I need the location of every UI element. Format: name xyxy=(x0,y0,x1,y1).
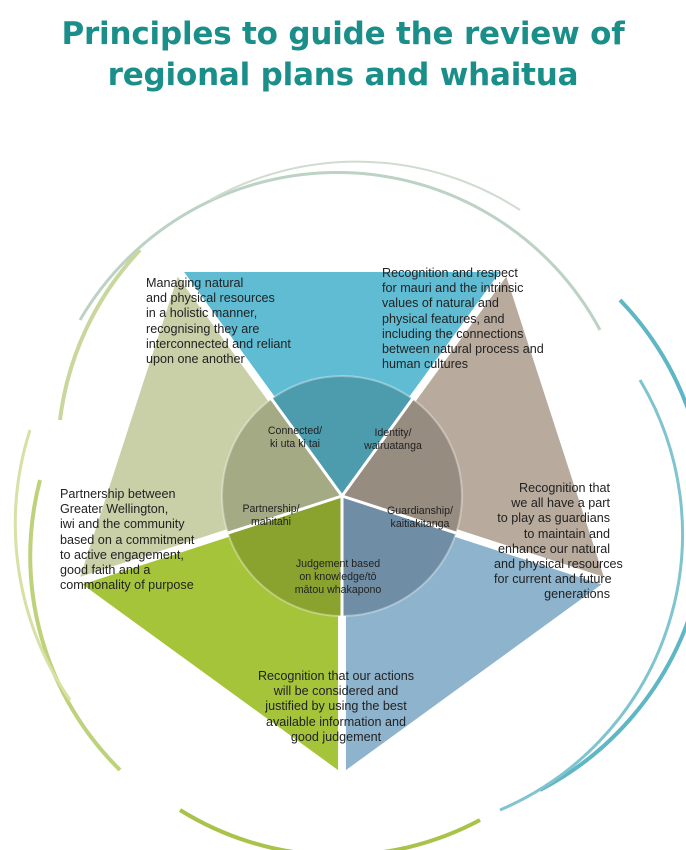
connected-description-line: Managing natural xyxy=(146,276,244,290)
guardianship-description-line: and physical resources xyxy=(494,557,623,572)
partnership-description-line: good faith and a xyxy=(60,563,151,578)
judgement-inner-segment xyxy=(227,496,342,616)
guardianship-inner-segment xyxy=(342,496,457,616)
inner-circle-layer xyxy=(221,375,463,617)
identity-label-line: Identity/ xyxy=(374,427,412,439)
wheel-swirl xyxy=(13,160,686,850)
identity-description-line: between natural process and xyxy=(382,342,544,357)
inner-circle-outline xyxy=(221,375,463,617)
partnership-description-line: Greater Wellington, xyxy=(60,502,169,517)
guardianship-label-line: Guardianship/ xyxy=(387,505,453,517)
identity-description-line: Recognition and respect xyxy=(382,266,518,280)
judgement-label-line: mātou whakapono xyxy=(294,584,382,596)
connected-description-line: and physical resources xyxy=(146,291,275,306)
judgement-description-line: will be considered and xyxy=(273,684,399,699)
connected-description: Managing natural and physical resources … xyxy=(146,276,291,367)
partnership-label-line: Partnership/ xyxy=(242,503,300,515)
identity-description-line: physical features, and xyxy=(382,311,505,326)
judgement-label-line: Judgement based xyxy=(295,558,381,570)
judgement-description-line: good judgement xyxy=(290,729,382,744)
connected-description-line: in a holistic manner, xyxy=(146,306,258,321)
guardianship-description-line: we all have a part xyxy=(511,496,610,511)
connected-description-line: upon one another xyxy=(146,352,245,367)
partnership-description: Partnership between Greater Wellington, … xyxy=(60,487,194,593)
guardianship-description-line: Recognition that xyxy=(518,481,610,495)
identity-description-line: for mauri and the intrinsic xyxy=(382,281,524,296)
guardianship-label-line: kaitiakitanga xyxy=(390,518,450,530)
connected-inner-segment xyxy=(271,376,413,496)
partnership-description-line: to active engagement, xyxy=(60,547,184,562)
judgement-label-line: on knowledge/tō xyxy=(299,571,377,583)
connected-description-line: recognising they are xyxy=(146,321,260,336)
partnership-label-line: mahitahi xyxy=(250,516,292,528)
judgement-label: Judgement based on knowledge/tō mātou wh… xyxy=(286,558,390,597)
guardianship-description-line: for current and future xyxy=(494,572,612,587)
judgement-description-line: Recognition that our actions xyxy=(257,669,415,683)
identity-description-line: human cultures xyxy=(382,357,469,372)
inner-divider-0 xyxy=(270,398,344,497)
inner-divider-1 xyxy=(340,398,414,497)
connected-label-line: Connected/ xyxy=(267,425,323,437)
identity-label: Identity/ wairuatanga xyxy=(350,427,436,453)
identity-inner-segment xyxy=(342,398,462,534)
identity-description: Recognition and respect for mauri and th… xyxy=(382,266,544,372)
partnership-inner-segment xyxy=(221,398,342,534)
guardianship-description-line: enhance our natural xyxy=(497,541,610,556)
inner-divider-4 xyxy=(227,494,343,535)
partnership-description-line: commonality of purpose xyxy=(60,578,194,593)
guardianship-description-line: to play as guardians xyxy=(497,511,610,526)
guardianship-description-line: generations xyxy=(544,587,610,602)
title-line-2: regional plans and whaitua xyxy=(107,57,579,93)
identity-label-line: wairuatanga xyxy=(364,440,422,452)
judgement-description-line: justified by using the best xyxy=(265,699,407,714)
connected-label: Connected/ ki uta ki tai xyxy=(250,425,340,451)
judgement-description: Recognition that our actions will be con… xyxy=(236,669,436,745)
guardianship-label: Guardianship/ kaitiakitanga xyxy=(372,505,468,531)
judgement-description-line: available information and xyxy=(265,714,407,729)
partnership-label: Partnership/ mahitahi xyxy=(228,503,314,529)
partnership-description-line: based on a commitment xyxy=(60,532,195,547)
page-title: Principles to guide the review of region… xyxy=(0,14,686,96)
identity-description-line: including the connections xyxy=(382,326,524,341)
inner-divider-2 xyxy=(341,494,457,535)
guardianship-description-line: to maintain and xyxy=(523,526,610,541)
connected-description-line: interconnected and reliant xyxy=(146,336,291,351)
guardianship-description: Recognition that we all have a part to p… xyxy=(494,481,623,603)
connected-label-line: ki uta ki tai xyxy=(269,438,321,450)
partnership-description-line: iwi and the community xyxy=(60,517,185,532)
partnership-description-line: Partnership between xyxy=(60,487,176,501)
identity-description-line: values of natural and xyxy=(382,296,499,311)
title-line-1: Principles to guide the review of xyxy=(61,16,625,52)
